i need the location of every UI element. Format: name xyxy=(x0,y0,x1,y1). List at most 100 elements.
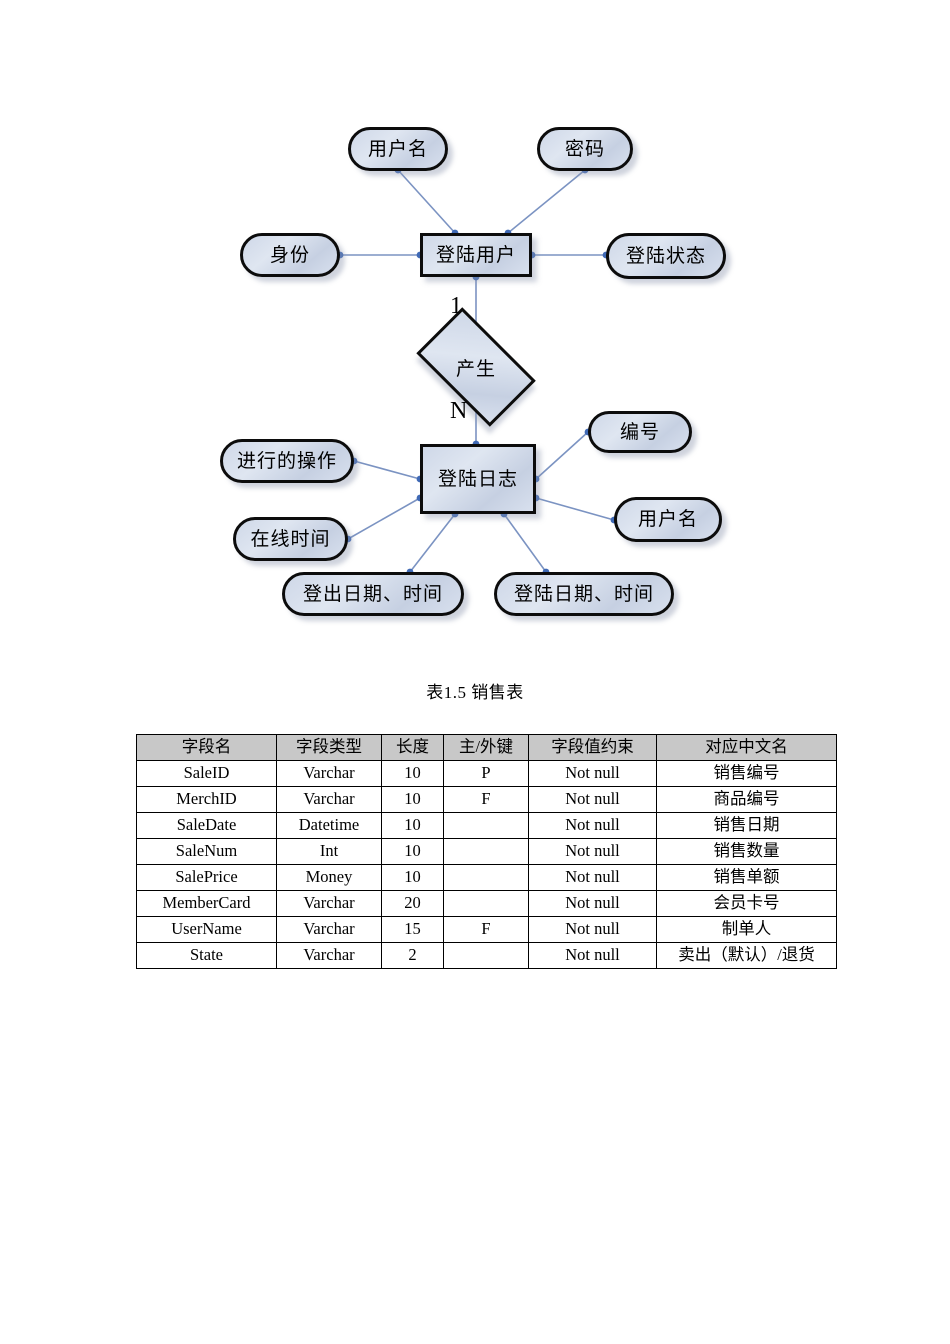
cell-field-name: SaleID xyxy=(136,760,277,787)
attribute-log-id[interactable]: 编号 xyxy=(588,411,692,453)
cell-field-type: Varchar xyxy=(276,786,382,813)
cell-length: 10 xyxy=(381,786,444,813)
column-header-key: 主/外键 xyxy=(443,734,529,761)
cell-field-name: SalePrice xyxy=(136,864,277,891)
cell-length: 10 xyxy=(381,812,444,839)
attribute-user-username[interactable]: 用户名 xyxy=(348,127,448,171)
cell-field-type: Varchar xyxy=(276,916,382,943)
connector-logid-to-log xyxy=(535,431,589,480)
cell-field-name: SaleDate xyxy=(136,812,277,839)
cell-constraint: Not null xyxy=(528,864,657,891)
cell-field-name: MerchID xyxy=(136,786,277,813)
column-header-chinese-name: 对应中文名 xyxy=(656,734,837,761)
attribute-label: 进行的操作 xyxy=(236,450,337,472)
cell-constraint: Not null xyxy=(528,838,657,865)
cardinality-many-text: N xyxy=(450,398,468,424)
cell-key xyxy=(443,942,529,969)
cell-constraint: Not null xyxy=(528,916,657,943)
cell-key xyxy=(443,838,529,865)
cell-length: 20 xyxy=(381,890,444,917)
cell-field-name: MemberCard xyxy=(136,890,277,917)
cell-length: 2 xyxy=(381,942,444,969)
table-row: UserName Varchar 15 F Not null 制单人 xyxy=(136,916,837,943)
connector-onlinetime-to-log xyxy=(347,497,421,540)
relationship-produces[interactable]: 产生 xyxy=(408,307,544,427)
connector-password-to-user xyxy=(507,169,586,234)
cardinality-one: 1 xyxy=(450,294,462,318)
cell-constraint: Not null xyxy=(528,786,657,813)
attribute-label: 登陆状态 xyxy=(625,245,706,267)
table-row: SalePrice Money 10 Not null 销售单额 xyxy=(136,864,837,891)
cell-length: 10 xyxy=(381,760,444,787)
attribute-label: 用户名 xyxy=(637,509,698,530)
table-row: MemberCard Varchar 20 Not null 会员卡号 xyxy=(136,890,837,917)
cell-field-type: Varchar xyxy=(276,760,382,787)
cell-key xyxy=(443,812,529,839)
cell-field-type: Varchar xyxy=(276,942,382,969)
entity-login-log[interactable]: 登陆日志 xyxy=(420,444,536,514)
cell-field-type: Money xyxy=(276,864,382,891)
cell-field-type: Int xyxy=(276,838,382,865)
attribute-log-username[interactable]: 用户名 xyxy=(614,497,722,542)
cell-chinese-name: 会员卡号 xyxy=(656,890,837,917)
cell-length: 15 xyxy=(381,916,444,943)
er-diagram: 用户名 密码 身份 登陆状态 进行的操作 在线时间 编号 用户名 登出日期、时间… xyxy=(0,0,950,660)
attribute-log-online-time[interactable]: 在线时间 xyxy=(233,517,348,561)
connector-logusername-to-log xyxy=(535,497,615,521)
connector-username-to-user xyxy=(397,169,456,234)
attribute-user-identity[interactable]: 身份 xyxy=(240,233,340,277)
connector-login-to-log xyxy=(503,513,547,573)
cell-constraint: Not null xyxy=(528,890,657,917)
cell-chinese-name: 卖出（默认）/退货 xyxy=(656,942,837,969)
attribute-log-operation[interactable]: 进行的操作 xyxy=(220,439,354,483)
attribute-log-logout-datetime[interactable]: 登出日期、时间 xyxy=(282,572,464,616)
cell-field-type: Varchar xyxy=(276,890,382,917)
entity-login-user[interactable]: 登陆用户 xyxy=(420,233,532,277)
attribute-label: 密码 xyxy=(564,138,605,160)
connector-operation-to-log xyxy=(353,460,421,480)
cell-field-type: Datetime xyxy=(276,812,382,839)
table-row: SaleDate Datetime 10 Not null 销售日期 xyxy=(136,812,837,839)
connector-logout-to-log xyxy=(409,513,456,573)
cell-constraint: Not null xyxy=(528,760,657,787)
entity-label: 登陆用户 xyxy=(435,244,516,266)
table-row: SaleID Varchar 10 P Not null 销售编号 xyxy=(136,760,837,787)
cell-key xyxy=(443,890,529,917)
cell-length: 10 xyxy=(381,838,444,865)
cardinality-many: N xyxy=(450,399,467,423)
cell-chinese-name: 销售日期 xyxy=(656,812,837,839)
cell-field-name: UserName xyxy=(136,916,277,943)
column-header-field-name: 字段名 xyxy=(136,734,277,761)
attribute-log-login-datetime[interactable]: 登陆日期、时间 xyxy=(494,572,674,616)
cell-chinese-name: 商品编号 xyxy=(656,786,837,813)
cell-key: F xyxy=(443,916,529,943)
attribute-label: 在线时间 xyxy=(250,528,331,550)
table-row: MerchID Varchar 10 F Not null 商品编号 xyxy=(136,786,837,813)
cell-chinese-name: 销售单额 xyxy=(656,864,837,891)
cell-key: P xyxy=(443,760,529,787)
cell-field-name: State xyxy=(136,942,277,969)
table-row: SaleNum Int 10 Not null 销售数量 xyxy=(136,838,837,865)
attribute-user-password[interactable]: 密码 xyxy=(537,127,633,171)
cell-length: 10 xyxy=(381,864,444,891)
attribute-label: 登出日期、时间 xyxy=(302,583,443,605)
cardinality-one-text: 1 xyxy=(450,293,462,319)
column-header-field-type: 字段类型 xyxy=(276,734,382,761)
cell-key xyxy=(443,864,529,891)
sales-table: 字段名 字段类型 长度 主/外键 字段值约束 对应中文名 SaleID Varc… xyxy=(136,734,837,969)
attribute-label: 身份 xyxy=(269,244,310,266)
attribute-label: 用户名 xyxy=(367,138,428,160)
cell-chinese-name: 销售数量 xyxy=(656,838,837,865)
entity-label: 登陆日志 xyxy=(437,468,518,490)
cell-constraint: Not null xyxy=(528,812,657,839)
attribute-label: 编号 xyxy=(619,421,660,443)
cell-chinese-name: 制单人 xyxy=(656,916,837,943)
table-header-row: 字段名 字段类型 长度 主/外键 字段值约束 对应中文名 xyxy=(136,734,837,761)
cell-constraint: Not null xyxy=(528,942,657,969)
cell-chinese-name: 销售编号 xyxy=(656,760,837,787)
column-header-length: 长度 xyxy=(381,734,444,761)
attribute-label: 登陆日期、时间 xyxy=(513,583,654,605)
table-caption: 表1.5 销售表 xyxy=(426,683,524,702)
attribute-user-login-state[interactable]: 登陆状态 xyxy=(606,233,726,279)
column-header-constraint: 字段值约束 xyxy=(528,734,657,761)
